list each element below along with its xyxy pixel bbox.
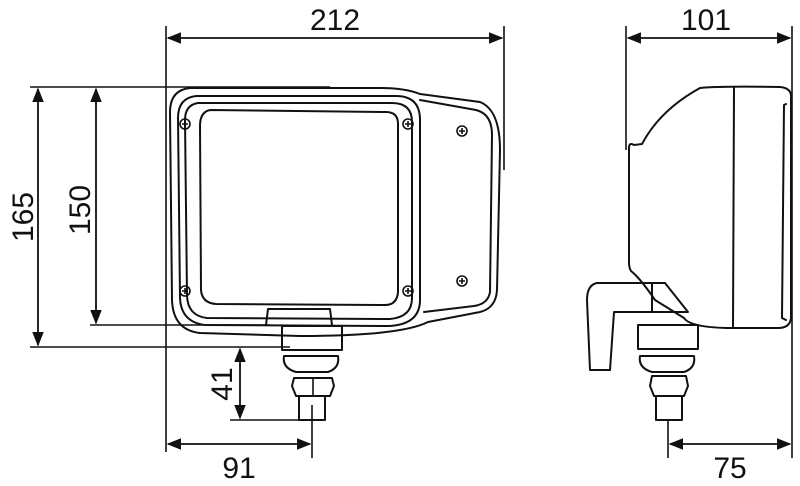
screw-icon <box>179 285 191 297</box>
dim-label-connector-drop: 41 <box>206 367 239 400</box>
dim-label-connector-offset-front: 91 <box>222 452 255 485</box>
connector <box>265 308 343 421</box>
dim-label-height-overall: 165 <box>7 192 40 242</box>
bezel-outline <box>177 95 421 327</box>
dim-label-connector-offset-side: 75 <box>713 452 746 485</box>
housing-side-outline <box>628 85 793 329</box>
lens-rim <box>781 103 787 321</box>
bracket <box>586 282 653 371</box>
housing-outline <box>169 87 501 337</box>
front-view: 212 165 150 41 91 <box>7 4 505 485</box>
bezel-inner <box>184 102 413 320</box>
lens-separator <box>732 87 735 328</box>
connector-side <box>637 324 699 421</box>
dim-label-depth: 101 <box>681 4 731 37</box>
screw-icon <box>456 275 468 287</box>
screw-icon <box>402 285 414 297</box>
bracket-wedge <box>651 282 689 313</box>
dim-label-height-lens: 150 <box>64 185 97 235</box>
dim-label-width: 212 <box>310 4 360 37</box>
side-view: 101 75 <box>586 4 793 485</box>
screw-icon <box>456 125 468 137</box>
side-wing <box>419 99 493 313</box>
screw-icon <box>179 118 191 130</box>
screw-icon <box>402 118 414 130</box>
lens <box>199 109 399 306</box>
